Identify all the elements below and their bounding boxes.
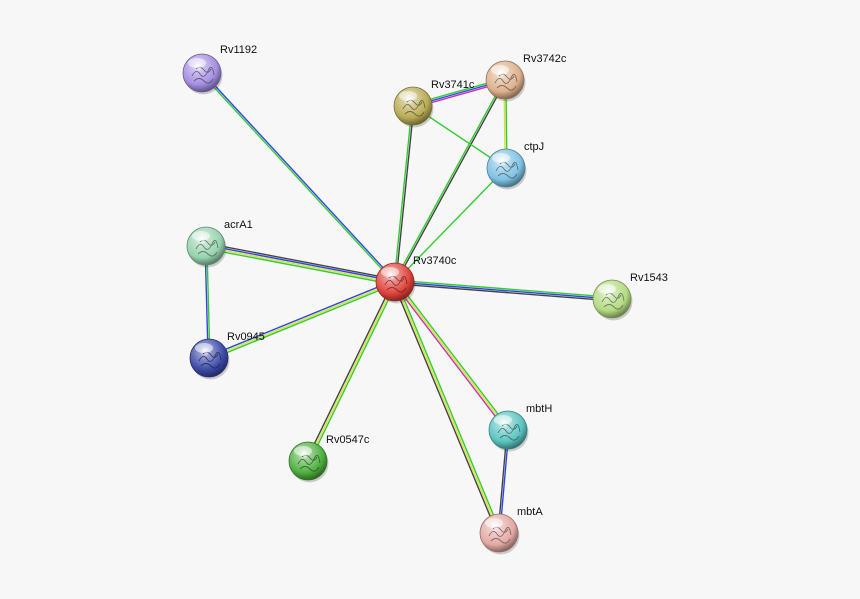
edges-layer [200,71,613,535]
node-highlight [294,446,312,456]
edge-strand-green [394,279,613,298]
edge-strand-blue [207,279,396,358]
edge-Rv3740c-Rv3741c[interactable] [393,105,415,283]
node-label-ctpJ: ctpJ [524,141,544,153]
edge-strand-yellow [205,246,396,284]
edge-Rv3740c-acrA1[interactable] [204,242,397,286]
edge-strand-green [208,282,397,361]
edge-strand-yellow [394,281,509,431]
edge-strand-dark [394,283,613,302]
node-label-mbtA: mbtA [517,506,543,518]
edge-strand-dark [395,79,507,284]
node-label-acrA1: acrA1 [224,219,253,231]
edge-Rv3740c-Rv0945[interactable] [207,279,397,361]
edge-strand-green [395,280,502,534]
node-highlight [192,231,210,241]
edge-strand-yellow [208,281,396,359]
node-highlight [598,284,616,294]
node-ctpJ[interactable]: ctpJ [486,141,544,190]
edge-strand-dark [205,242,397,281]
edge-Rv3740c-Rv1192[interactable] [200,71,397,284]
edge-Rv3740c-Rv0547c[interactable] [305,280,398,463]
node-highlight [188,58,206,68]
node-highlight [381,267,399,277]
node-highlight [485,518,503,528]
edge-strand-dark [395,105,415,283]
node-label-Rv3742c: Rv3742c [523,53,567,65]
node-mbtA[interactable]: mbtA [479,506,543,555]
node-Rv1543[interactable]: Rv1543 [592,272,668,321]
node-Rv0945[interactable]: Rv0945 [189,331,265,380]
node-Rv3741c[interactable]: Rv3741c [393,79,475,128]
node-highlight [492,153,510,163]
node-highlight [494,415,512,425]
edge-strand-dark [392,281,499,535]
node-label-Rv1192: Rv1192 [220,44,257,56]
node-label-Rv0547c: Rv0547c [326,434,370,446]
node-mbtH[interactable]: mbtH [488,403,552,452]
edge-strand-green [200,72,396,284]
edge-strand-blue [205,244,396,282]
node-label-mbtH: mbtH [526,403,552,415]
edge-strand-green [393,105,413,283]
edge-strand-yellow [394,281,500,534]
edge-strand-blue [201,71,397,283]
node-Rv3740c[interactable]: Rv3740c [375,255,457,304]
node-Rv3742c[interactable]: Rv3742c [485,53,567,102]
node-label-Rv3740c: Rv3740c [413,255,457,267]
edge-strand-green [394,167,507,283]
edge-strand-dark [305,280,395,461]
edge-strand-green [308,282,398,463]
edge-strand-blue [394,281,613,300]
node-highlight [195,343,213,353]
edge-strand-green [393,78,505,283]
edge-strand-yellow [307,281,396,462]
edge-Rv3740c-Rv3742c[interactable] [393,78,507,284]
edge-strand-magenta [392,282,508,432]
node-label-Rv3741c: Rv3741c [431,79,475,91]
edge-Rv3740c-mbtH[interactable] [392,280,511,432]
edge-strand-green [395,280,511,430]
node-highlight [491,65,509,75]
node-Rv1192[interactable]: Rv1192 [182,44,257,95]
edge-Rv3740c-mbtA[interactable] [392,280,502,535]
node-Rv0547c[interactable]: Rv0547c [288,434,370,483]
edge-Rv3740c-ctpJ[interactable] [394,167,507,283]
node-label-Rv0945: Rv0945 [227,331,265,343]
edge-Rv3740c-Rv1543[interactable] [394,279,613,302]
node-highlight [399,91,417,101]
node-acrA1[interactable]: acrA1 [186,219,253,268]
node-label-Rv1543: Rv1543 [630,272,668,284]
edge-strand-green [204,247,396,286]
